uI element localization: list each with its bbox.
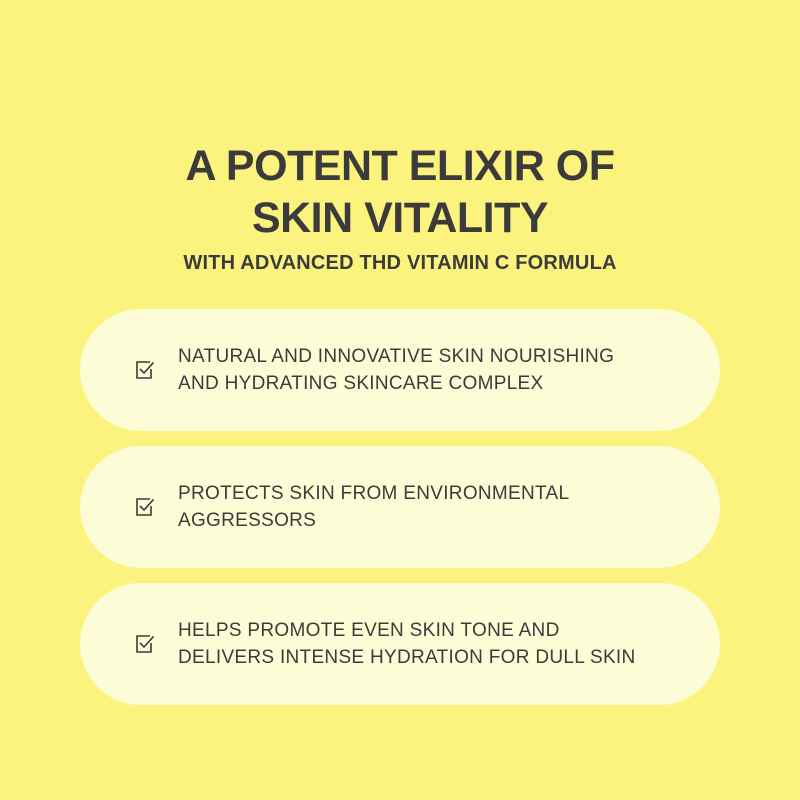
benefit-card-3: HELPS PROMOTE EVEN SKIN TONE AND DELIVER… <box>80 583 720 705</box>
page-title: A POTENT ELIXIR OF SKIN VITALITY <box>0 140 800 244</box>
title-line-1: A POTENT ELIXIR OF <box>185 142 615 190</box>
benefit-2-line-1: PROTECTS SKIN FROM ENVIRONMENTAL <box>178 483 570 504</box>
benefit-card-2: PROTECTS SKIN FROM ENVIRONMENTAL AGGRESS… <box>80 446 720 568</box>
benefit-text-3: HELPS PROMOTE EVEN SKIN TONE AND DELIVER… <box>178 617 690 671</box>
title-line-2: SKIN VITALITY <box>251 194 549 242</box>
benefit-text-2: PROTECTS SKIN FROM ENVIRONMENTAL AGGRESS… <box>178 480 690 534</box>
benefit-3-line-1: HELPS PROMOTE EVEN SKIN TONE AND <box>178 620 560 641</box>
benefit-1-line-1: NATURAL AND INNOVATIVE SKIN NOURISHING <box>178 346 615 367</box>
benefit-2-line-2: AGGRESSORS <box>178 510 317 531</box>
benefit-1-line-2: AND HYDRATING SKINCARE COMPLEX <box>178 373 544 394</box>
checkbox-checked-icon <box>136 361 155 379</box>
benefit-3-line-2: DELIVERS INTENSE HYDRATION FOR DULL SKIN <box>178 647 636 668</box>
benefit-text-1: NATURAL AND INNOVATIVE SKIN NOURISHING A… <box>178 343 690 397</box>
page-subtitle: WITH ADVANCED THD VITAMIN C FORMULA <box>183 252 617 274</box>
checkbox-checked-icon <box>136 498 155 516</box>
benefit-card-1: NATURAL AND INNOVATIVE SKIN NOURISHING A… <box>80 309 720 431</box>
checkbox-checked-icon <box>136 635 155 653</box>
